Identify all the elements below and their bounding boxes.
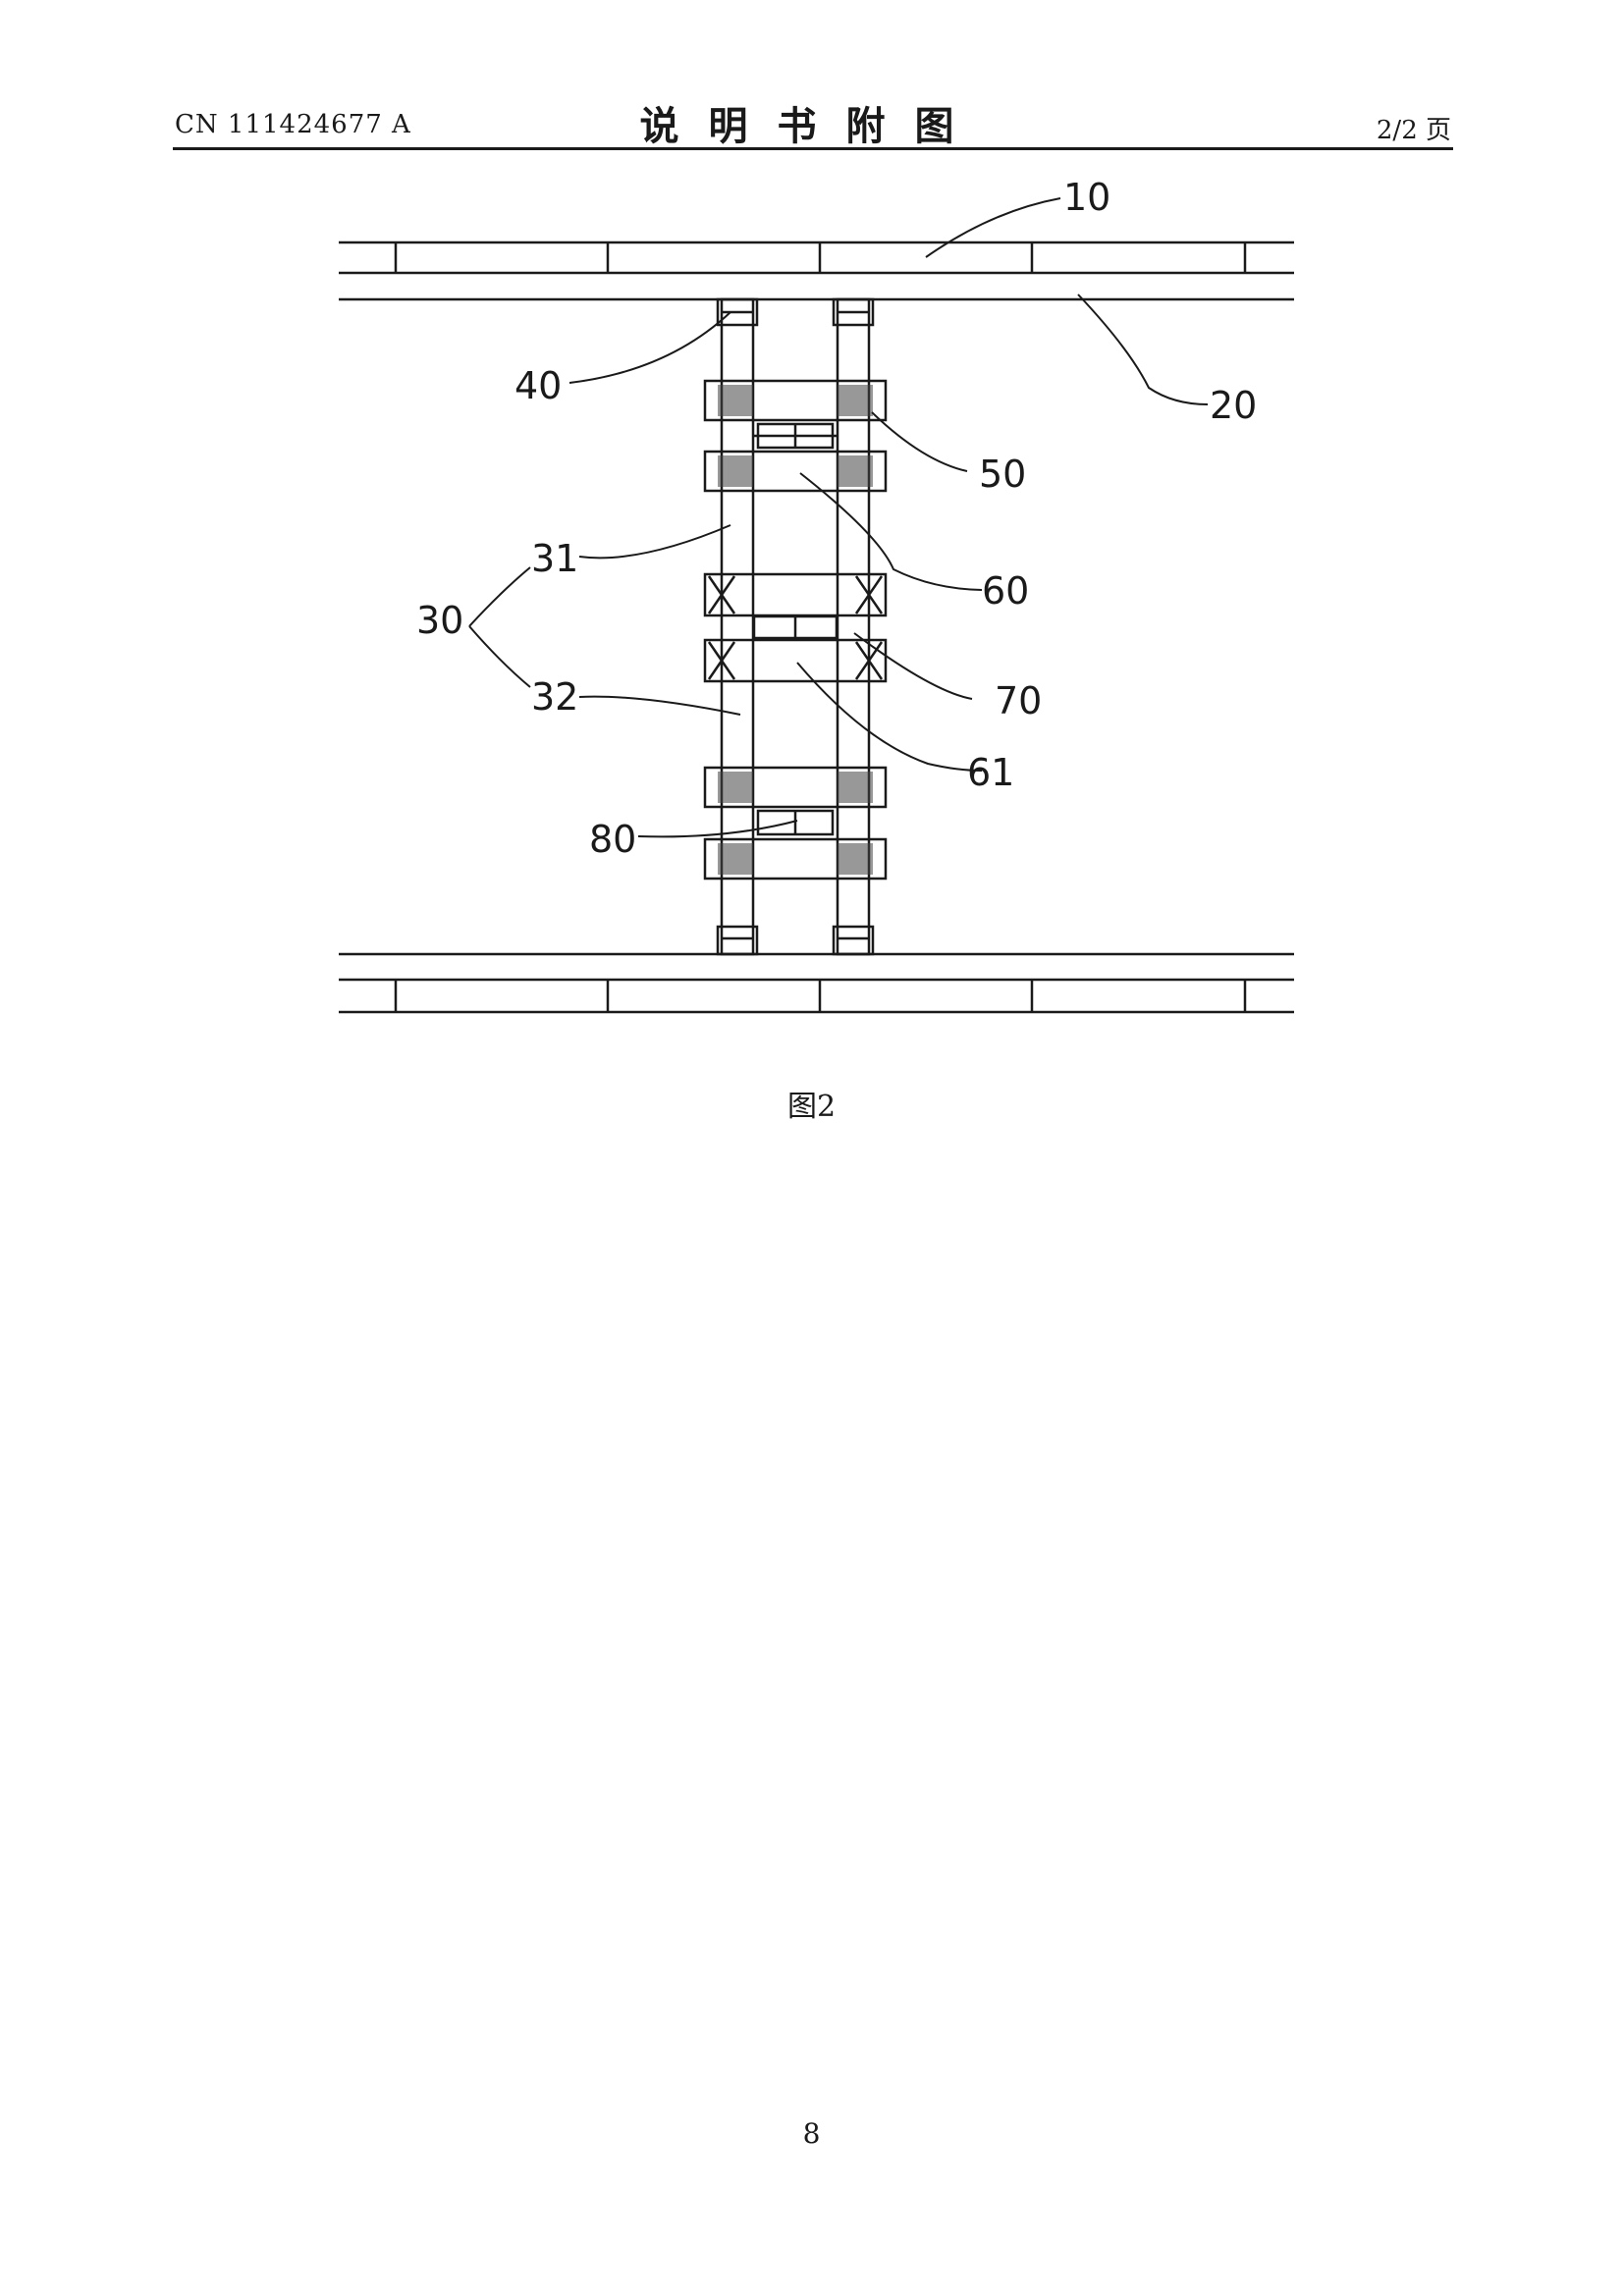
leader-30-lower	[468, 625, 531, 688]
patent-drawing: 10 20 40 50 31 60 30 70 32 61 80	[339, 176, 1294, 1014]
leader-32	[578, 695, 741, 716]
left-column-bottom-cap	[716, 925, 759, 956]
right-column-bottom-cap	[832, 925, 875, 956]
section-title: 说明书附图	[639, 103, 984, 149]
callout-70: 70	[995, 679, 1042, 722]
callout-80: 80	[589, 818, 636, 861]
callout-10: 10	[1063, 176, 1110, 219]
leader-40	[568, 311, 731, 384]
upper-connection-group	[703, 379, 888, 493]
leader-70	[853, 632, 973, 700]
header-rule	[173, 147, 1453, 150]
page-of-label: 2/2 页	[1376, 116, 1451, 145]
leader-61	[796, 662, 983, 772]
middle-connection-group	[703, 572, 888, 683]
right-column-top-cap	[832, 297, 875, 327]
callout-61: 61	[967, 751, 1014, 794]
callout-40: 40	[514, 364, 562, 407]
patent-number: CN 111424677 A	[175, 110, 411, 139]
bolt-hatch-blocks	[718, 385, 873, 875]
leader-30-upper	[468, 566, 531, 627]
callout-50: 50	[979, 453, 1026, 496]
leader-20	[1077, 294, 1209, 405]
leader-10	[925, 197, 1061, 258]
leader-80	[637, 820, 798, 838]
callout-30: 30	[416, 599, 463, 642]
leader-50	[871, 411, 968, 472]
leader-60	[799, 472, 983, 591]
callout-32: 32	[531, 675, 578, 719]
page-number: 8	[802, 2117, 821, 2150]
leader-31	[578, 524, 731, 560]
callout-20: 20	[1210, 384, 1257, 427]
callout-60: 60	[982, 569, 1029, 613]
left-column-top-cap	[716, 297, 759, 327]
figure-caption: 图2	[786, 1090, 837, 1124]
lower-connection-group	[703, 766, 888, 881]
callout-31: 31	[531, 537, 578, 580]
